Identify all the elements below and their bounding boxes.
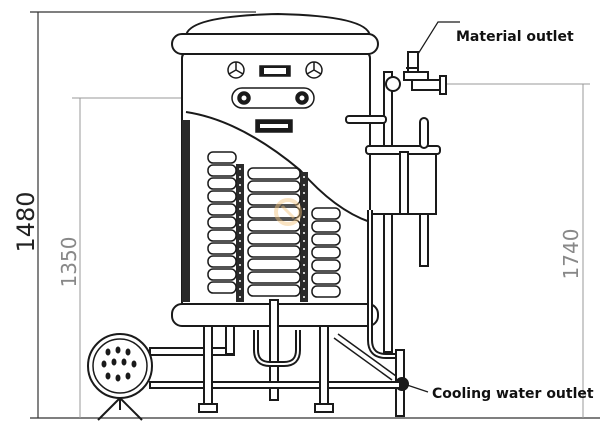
dimension-1740-label: 1740 <box>559 229 583 280</box>
gauge-icon-left <box>227 61 245 79</box>
coil-dividers <box>239 168 305 300</box>
material-outlet-label: Material outlet <box>456 29 574 45</box>
display-panel <box>259 65 291 77</box>
cooling-water-outlet-label: Cooling water outlet <box>432 386 594 402</box>
tank-cutaway-edge <box>185 111 371 223</box>
dimension-outlet <box>440 83 590 418</box>
valve-bar <box>231 87 315 109</box>
coil-stack-right <box>311 207 341 298</box>
heating-coils <box>207 151 341 298</box>
support-legs <box>198 325 334 413</box>
outlet-piping <box>345 51 447 417</box>
coil-stack-center <box>247 167 301 297</box>
dimension-1480-label: 1480 <box>12 191 40 252</box>
gauge-icon-right <box>305 61 323 79</box>
dimension-1350-label: 1350 <box>57 237 81 288</box>
cooling-return-line <box>333 333 397 381</box>
watermark-logo <box>274 198 302 226</box>
control-panel <box>227 61 323 133</box>
pump-icon <box>87 333 153 421</box>
nameplate <box>255 119 293 133</box>
pump-vents <box>101 346 137 382</box>
bottom-piping <box>149 299 401 401</box>
dimension-overall <box>30 11 600 419</box>
leader-lines <box>403 21 460 393</box>
coil-stack-left <box>207 151 237 294</box>
